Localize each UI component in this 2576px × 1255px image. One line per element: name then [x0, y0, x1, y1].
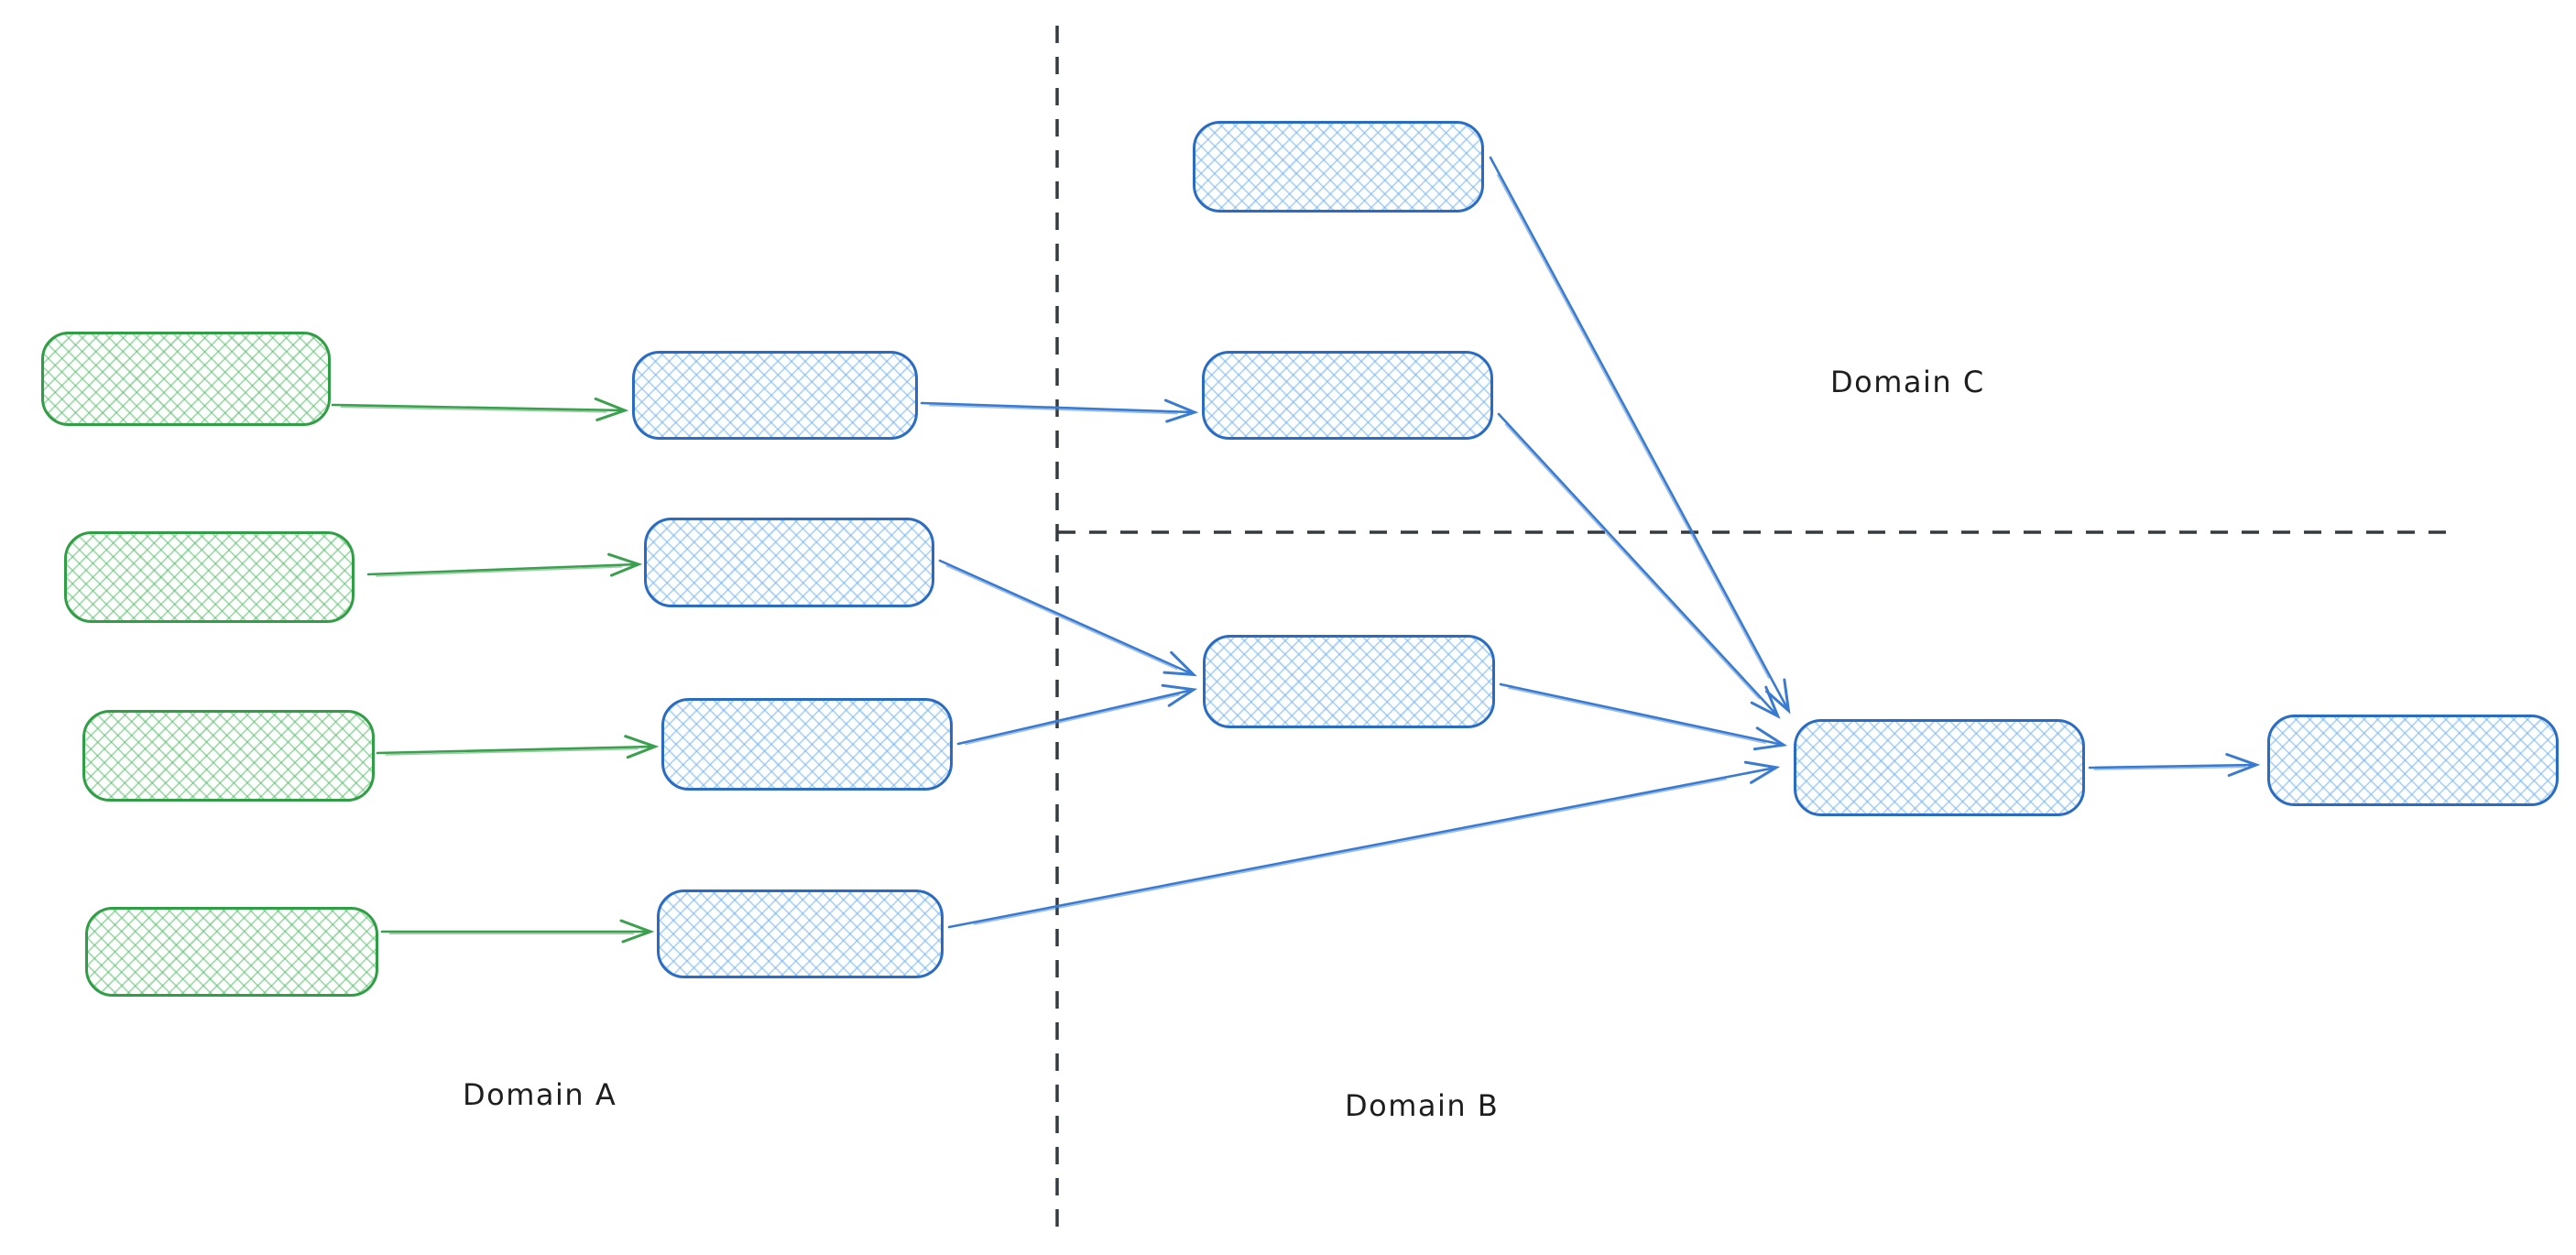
node-a-system-1[interactable]	[632, 351, 918, 440]
edge-c-system-1-to-b-hub	[1489, 156, 1788, 710]
node-b-output[interactable]	[2267, 715, 2559, 806]
edge-echo-a-source-1-to-a-system-1	[340, 406, 607, 413]
edge-echo-c-system-2-to-b-hub	[1504, 423, 1760, 700]
edge-a-system-3-to-b-system-1	[956, 690, 1193, 746]
node-b-system-1[interactable]	[1203, 635, 1495, 728]
edge-echo-a-system-3-to-b-system-1	[965, 693, 1180, 746]
node-c-system-2[interactable]	[1202, 351, 1493, 440]
edge-a-source-2-to-a-system-2	[366, 564, 638, 574]
node-a-system-3[interactable]	[661, 698, 953, 791]
edge-echo-a-system-2-to-b-system-1	[945, 564, 1178, 671]
domain-c-label[interactable]: Domain C	[1830, 365, 1985, 399]
node-b-hub[interactable]	[1794, 719, 2085, 816]
edge-echo-c-system-1-to-b-hub	[1497, 174, 1770, 679]
node-a-system-4[interactable]	[657, 889, 944, 978]
edge-a-system-2-to-b-system-1	[938, 559, 1193, 674]
edge-a-system-4-to-b-hub	[947, 768, 1775, 929]
node-a-source-3[interactable]	[82, 710, 375, 802]
node-a-system-2[interactable]	[644, 518, 934, 607]
edge-a-system-1-to-c-system-2	[920, 403, 1194, 412]
edge-a-source-1-to-a-system-1	[331, 405, 624, 410]
edge-b-system-1-to-b-hub	[1499, 682, 1783, 745]
edge-b-hub-to-b-output	[2088, 765, 2255, 768]
edge-echo-a-source-3-to-a-system-3	[385, 748, 639, 756]
edge-echo-a-source-2-to-a-system-2	[376, 566, 623, 577]
edge-echo-a-system-1-to-c-system-2	[929, 404, 1178, 415]
edge-echo-b-hub-to-b-output	[2093, 766, 2246, 770]
node-c-system-1[interactable]	[1193, 121, 1484, 213]
edge-echo-a-system-4-to-b-hub	[973, 778, 1728, 925]
edge-echo-b-system-1-to-b-hub	[1507, 687, 1766, 744]
node-a-source-2[interactable]	[64, 531, 355, 623]
edge-a-source-3-to-a-system-3	[376, 747, 654, 753]
node-a-source-1[interactable]	[41, 332, 331, 426]
domain-b-label[interactable]: Domain B	[1345, 1088, 1500, 1123]
node-a-source-4[interactable]	[85, 907, 378, 997]
domain-a-label[interactable]: Domain A	[463, 1077, 617, 1112]
edge-c-system-2-to-b-hub	[1497, 412, 1777, 715]
